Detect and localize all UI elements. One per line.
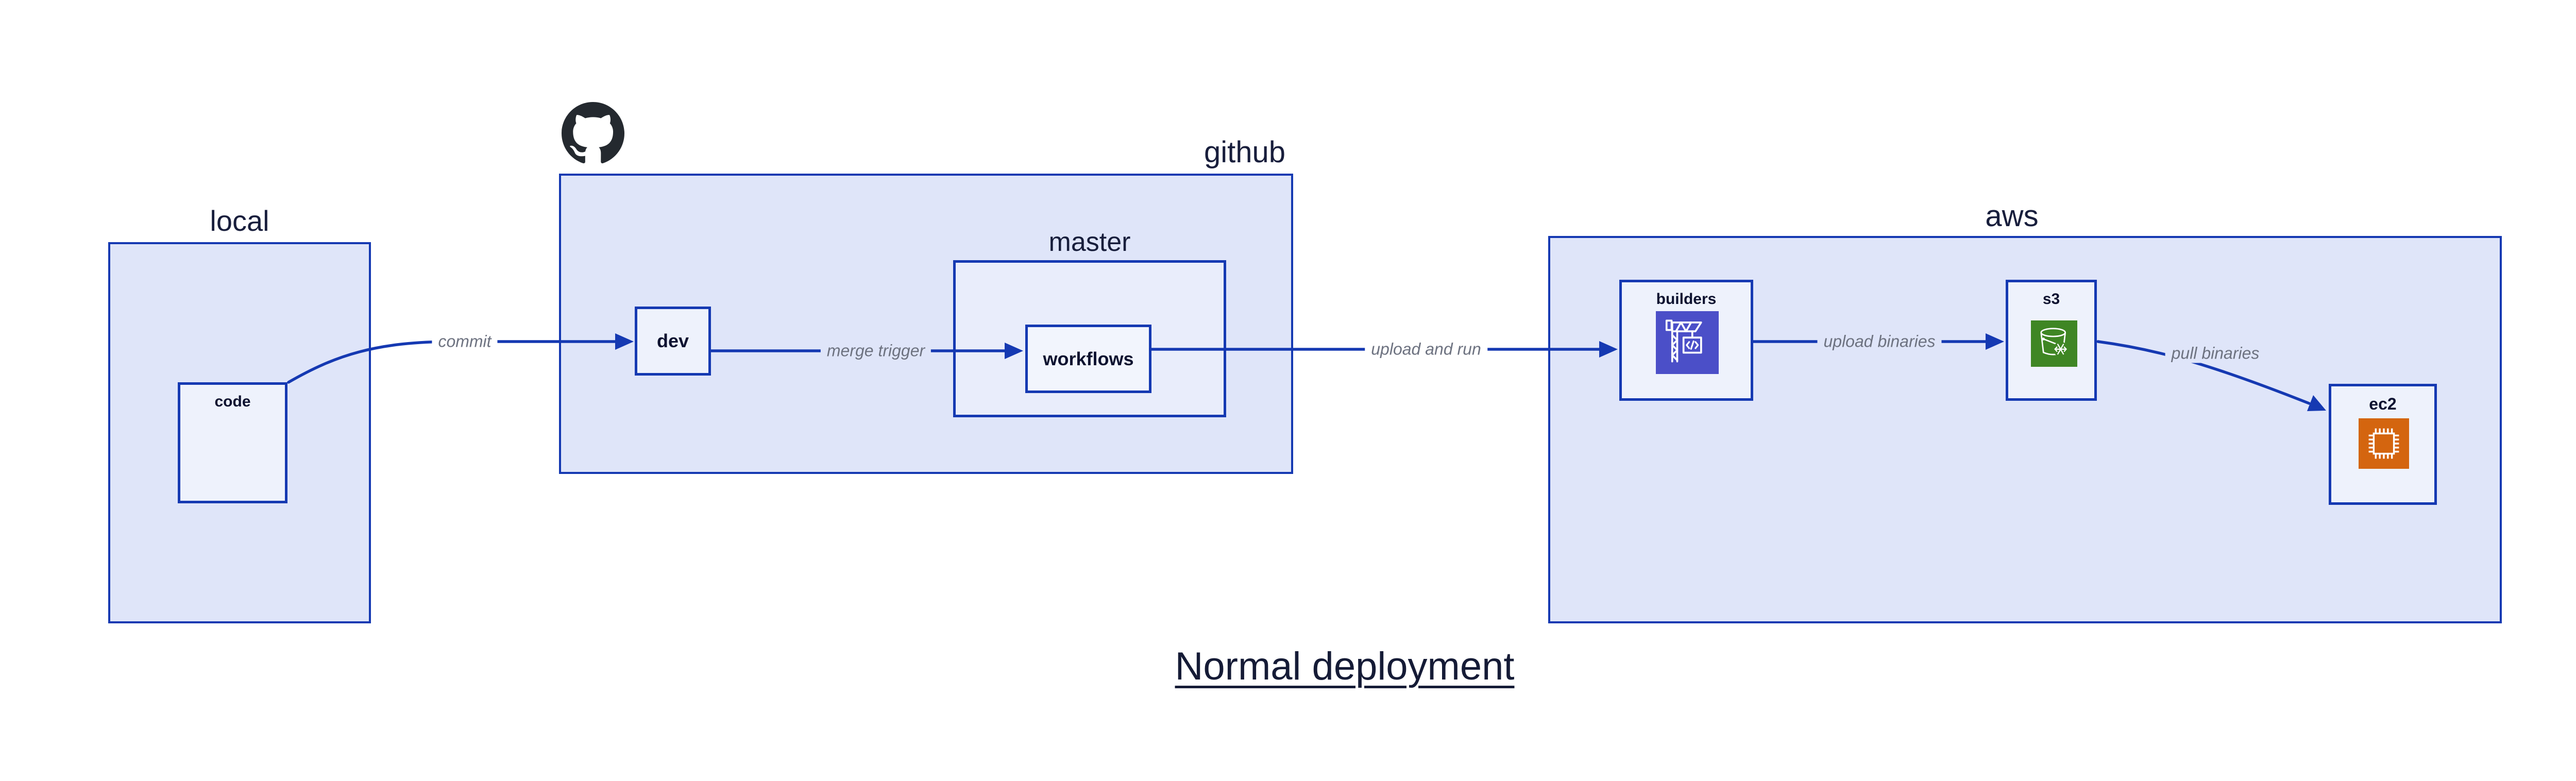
edge-label-pull-binaries: pull binaries [2165, 344, 2266, 363]
s3-glacier-bucket-snowflake-icon [2031, 320, 2077, 367]
diagram-title: Normal deployment [1175, 644, 1515, 688]
edge-label-upload-and-run: upload and run [1365, 339, 1487, 359]
region-label-github: github [1204, 135, 1285, 169]
node-builders-label: builders [1656, 291, 1717, 308]
node-dev-label: dev [656, 330, 689, 351]
node-ec2: ec2 [2329, 384, 2437, 505]
edge-label-merge-trigger: merge trigger [820, 341, 931, 361]
node-dev: dev [635, 307, 711, 376]
ec2-chip-icon [2359, 418, 2409, 469]
node-code-label: code [214, 393, 251, 410]
edge-label-commit: commit [432, 332, 498, 351]
node-workflows-label: workflows [1043, 348, 1134, 369]
region-label-aws: aws [1985, 199, 2039, 233]
codebuild-crane-icon [1656, 311, 1719, 374]
octocat-icon [562, 102, 624, 163]
node-code: code [178, 382, 287, 503]
edge-label-upload-binaries: upload binaries [1817, 332, 1942, 351]
node-s3-label: s3 [2042, 291, 2060, 308]
node-workflows: workflows [1025, 325, 1151, 393]
node-ec2-label: ec2 [2369, 395, 2397, 413]
node-s3: s3 [2006, 280, 2097, 401]
node-builders: builders [1619, 280, 1753, 401]
region-label-local: local [210, 205, 269, 237]
region-label-master: master [1048, 227, 1131, 257]
